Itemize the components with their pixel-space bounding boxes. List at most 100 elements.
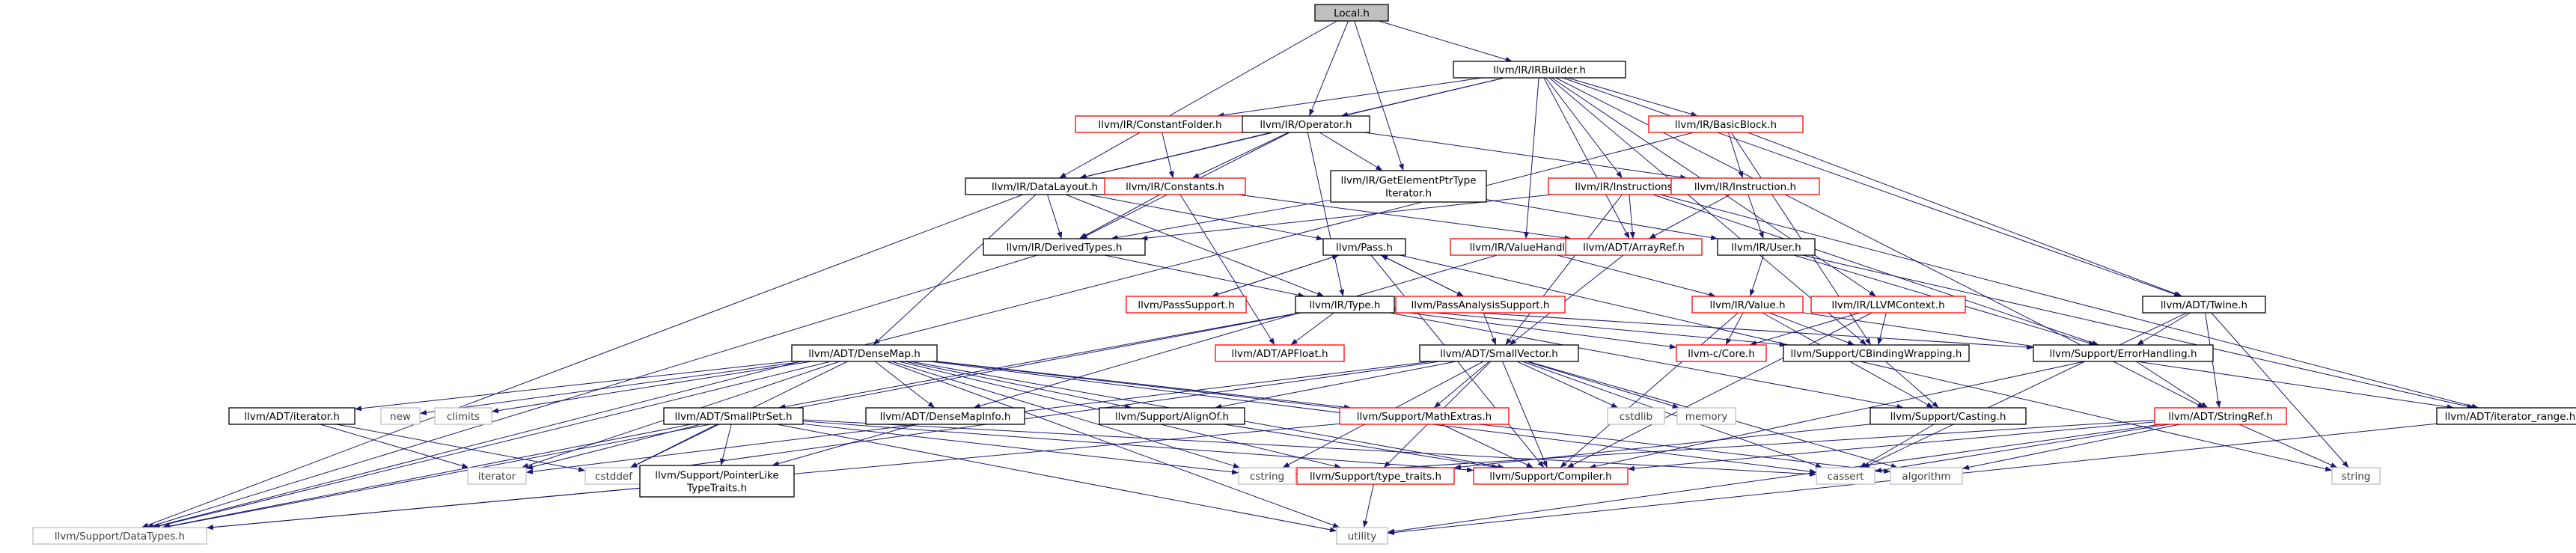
node-adtiterator[interactable]: llvm/ADT/iterator.h xyxy=(228,407,355,425)
node-irbuilder[interactable]: llvm/IR/IRBuilder.h xyxy=(1453,61,1626,79)
edge-irbuilder-to-twine xyxy=(1562,77,2182,297)
node-label: memory xyxy=(1685,411,1727,423)
node-cstring: cstring xyxy=(1238,467,1296,485)
node-twine[interactable]: llvm/ADT/Twine.h xyxy=(2142,296,2266,314)
edge-instruction-to-user xyxy=(1748,194,1764,239)
node-label: llvm/ADT/DenseMap.h xyxy=(808,348,921,360)
node-iterrange[interactable]: llvm/ADT/iterator_range.h xyxy=(2436,407,2576,425)
node-datalayout[interactable]: llvm/IR/DataLayout.h xyxy=(965,177,1125,195)
node-label: llvm/ADT/APFloat.h xyxy=(1231,348,1328,360)
node-instruction[interactable]: llvm/IR/Instruction.h xyxy=(1670,177,1820,195)
node-label: algorithm xyxy=(1902,471,1950,483)
edge-type-to-apfloat xyxy=(1290,312,1334,346)
edge-datalayout-to-densemap xyxy=(873,194,1037,346)
edge-operator-to-instruction xyxy=(1364,132,1688,180)
node-constants[interactable]: llvm/IR/Constants.h xyxy=(1104,177,1246,195)
node-compiler[interactable]: llvm/Support/Compiler.h xyxy=(1473,467,1629,485)
edge-local-to-datalayout xyxy=(1059,20,1337,179)
node-label: string xyxy=(2342,471,2371,483)
node-local[interactable]: Local.h xyxy=(1314,4,1389,22)
node-label: llvm/ADT/StringRef.h xyxy=(2168,411,2273,423)
edge-llvmcontext-to-llvmccore xyxy=(1749,312,1861,346)
node-apfloat[interactable]: llvm/ADT/APFloat.h xyxy=(1215,344,1345,362)
edge-passanalysis-to-smallvector xyxy=(1483,312,1497,346)
node-box xyxy=(1676,344,1767,362)
node-cbinding[interactable]: llvm/Support/CBindingWrapping.h xyxy=(1783,344,1970,362)
node-box xyxy=(791,344,938,362)
edge-cbinding-to-casting xyxy=(1885,361,1939,409)
node-label: llvm/Support/PointerLike xyxy=(655,470,778,482)
edge-stringref-to-compiler xyxy=(1627,421,2155,471)
node-box xyxy=(1419,344,1579,362)
node-smallptrset[interactable]: llvm/ADT/SmallPtrSet.h xyxy=(663,407,804,425)
node-passsupport[interactable]: llvm/PassSupport.h xyxy=(1126,296,1247,314)
edge-type-to-smallptrset xyxy=(778,312,1300,409)
node-label: llvm/ADT/iterator.h xyxy=(244,411,340,423)
node-box xyxy=(32,527,207,545)
edge-constants-to-derivedtypes xyxy=(1078,194,1161,239)
node-pass[interactable]: llvm/Pass.h xyxy=(1322,238,1406,256)
node-box xyxy=(1314,4,1389,22)
edge-user-to-value xyxy=(1749,254,1764,297)
node-label: llvm/Support/AlignOf.h xyxy=(1115,411,1229,423)
edge-local-to-irbuilder xyxy=(1379,20,1513,62)
node-label: cstddef xyxy=(595,471,633,483)
edge-smallvector-to-cstdlib xyxy=(1516,361,1619,409)
node-densemap[interactable]: llvm/ADT/DenseMap.h xyxy=(791,344,938,362)
node-box xyxy=(1453,61,1626,79)
edge-datalayout-to-pass xyxy=(1087,194,1324,241)
edge-instructions-to-smallvector xyxy=(1505,194,1623,346)
node-smallvector[interactable]: llvm/ADT/SmallVector.h xyxy=(1419,344,1579,362)
node-typetraits[interactable]: llvm/Support/type_traits.h xyxy=(1296,467,1455,485)
node-box xyxy=(1717,238,1816,256)
node-basicblock[interactable]: llvm/IR/BasicBlock.h xyxy=(1648,115,1804,133)
node-box xyxy=(983,238,1146,256)
node-iterator: iterator xyxy=(467,467,527,485)
edge-smallvector-to-mathextras xyxy=(1433,361,1490,409)
node-valuehandle[interactable]: llvm/IR/ValueHandle.h xyxy=(1450,238,1601,256)
node-alignof[interactable]: llvm/Support/AlignOf.h xyxy=(1099,407,1245,425)
node-label: llvm/ADT/Twine.h xyxy=(2161,299,2247,311)
node-casting[interactable]: llvm/Support/Casting.h xyxy=(1870,407,2027,425)
node-type[interactable]: llvm/IR/Type.h xyxy=(1295,296,1395,314)
node-label: llvm/ADT/iterator_range.h xyxy=(2445,411,2576,423)
edge-smallvector-to-cstddef xyxy=(641,361,1440,474)
node-llvmccore[interactable]: llvm-c/Core.h xyxy=(1676,344,1767,362)
edge-stringref-to-algorithm xyxy=(1962,424,2181,470)
edge-operator-to-datalayout xyxy=(1079,132,1272,180)
node-label: llvm/Support/CBindingWrapping.h xyxy=(1791,348,1962,360)
node-box xyxy=(1648,115,1804,133)
node-stringref[interactable]: llvm/ADT/StringRef.h xyxy=(2154,407,2287,425)
node-label: cstring xyxy=(1250,471,1284,483)
node-mathextras[interactable]: llvm/Support/MathExtras.h xyxy=(1339,407,1510,425)
node-errorhandling[interactable]: llvm/Support/ErrorHandling.h xyxy=(2033,344,2214,362)
node-constfolder[interactable]: llvm/IR/ConstantFolder.h xyxy=(1075,115,1245,133)
node-arrayref[interactable]: llvm/ADT/ArrayRef.h xyxy=(1565,238,1703,256)
node-label: climits xyxy=(447,411,480,423)
node-llvmcontext[interactable]: llvm/IR/LLVMContext.h xyxy=(1810,296,1966,314)
node-label: llvm/IR/Value.h xyxy=(1709,299,1785,311)
edge-twine-to-errorhandling xyxy=(2137,312,2191,346)
node-box xyxy=(1099,407,1245,425)
node-label: utility xyxy=(1348,531,1376,543)
edge-adtiterator-to-iterator xyxy=(320,424,469,468)
edge-valuehandle-to-densemapinfo xyxy=(973,254,1498,409)
edge-operator-to-constants xyxy=(1191,132,1289,179)
edge-smallptrset-to-cassert xyxy=(802,419,1817,477)
node-box xyxy=(1242,115,1370,133)
node-operator[interactable]: llvm/IR/Operator.h xyxy=(1242,115,1370,133)
node-passanalysis[interactable]: llvm/PassAnalysisSupport.h xyxy=(1395,296,1566,314)
node-user[interactable]: llvm/IR/User.h xyxy=(1717,238,1816,256)
edge-gepiter-to-derivedtypes xyxy=(1111,199,1331,240)
edge-type-to-llvmccore xyxy=(1394,311,1677,349)
edge-errorhandling-to-compiler xyxy=(1589,361,2085,469)
edge-casting-to-typetraits xyxy=(1453,424,1871,470)
node-value[interactable]: llvm/IR/Value.h xyxy=(1691,296,1804,314)
node-densemapinfo[interactable]: llvm/ADT/DenseMapInfo.h xyxy=(865,407,1025,425)
node-derivedtypes[interactable]: llvm/IR/DerivedTypes.h xyxy=(983,238,1146,256)
edge-derivedtypes-to-type xyxy=(1104,254,1305,298)
node-box xyxy=(2033,344,2214,362)
